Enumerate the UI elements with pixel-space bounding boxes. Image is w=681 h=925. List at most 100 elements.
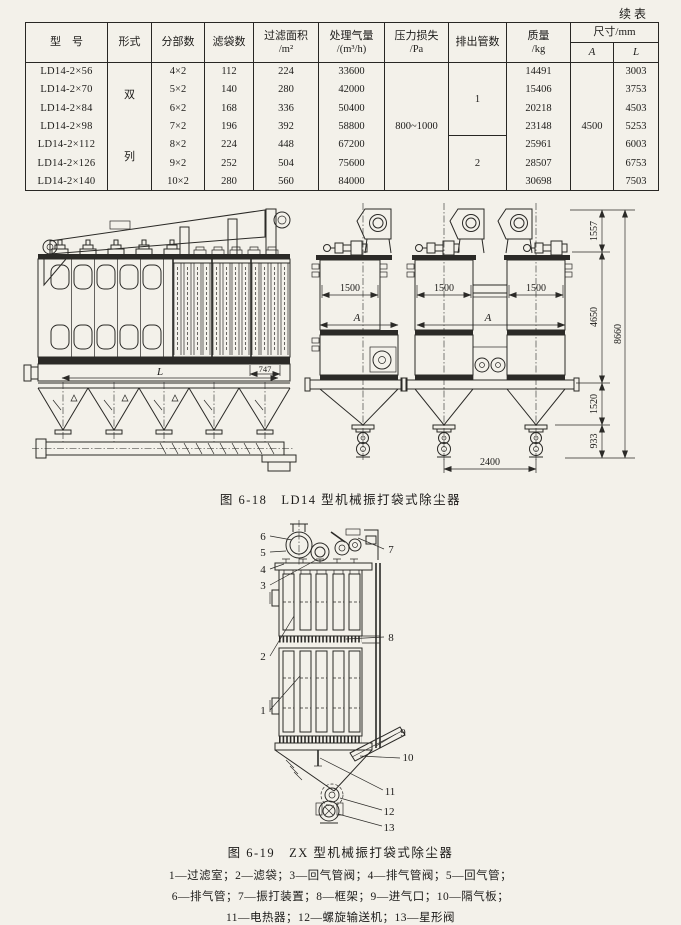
cell-model: LD14-2×70 <box>25 80 108 100</box>
dim-1520: 1520 <box>589 394 600 414</box>
table-row: LD14-2×112 8×2 224 448 67200 2 25961 600… <box>25 135 660 191</box>
table-row: LD14-2×126 9×2 252 504 75600 28507 6753 <box>25 153 660 173</box>
cell-size-l: 4503 <box>613 99 660 118</box>
fig19-callout-4: 4 <box>260 564 266 576</box>
fig19-filter-body <box>269 558 381 748</box>
cell-mass: 23148 <box>506 117 571 136</box>
col-header-sections: 分部数 <box>151 22 205 63</box>
cell-sections: 6×2 <box>151 99 205 118</box>
fig19-callout-11: 11 <box>385 786 396 798</box>
cell-area: 392 <box>253 117 319 136</box>
cell-mass: 28507 <box>506 153 571 173</box>
table-row: LD14-2×56 双 列 4×2 112 224 33600 800~1000… <box>25 62 660 191</box>
spec-table: 型 号 形式 分部数 滤袋数 过滤面积 /m² 处理气量 /(m³/h) 压力损… <box>25 22 660 192</box>
legend-line-3: 11—电热器；12—螺旋输送机；13—星形阀 <box>225 912 456 924</box>
cell-gas: 33600 <box>318 62 385 81</box>
cell-sections: 9×2 <box>151 153 205 173</box>
fig19-callouts: 6 5 4 3 2 1 7 8 9 10 11 12 13 <box>260 531 414 834</box>
cell-bags: 224 <box>204 135 254 154</box>
cell-sections: 5×2 <box>151 80 205 100</box>
cell-pressure: 800~1000 <box>384 62 449 191</box>
fig19-hopper-and-discharge <box>274 726 406 824</box>
fig19-callout-10: 10 <box>403 752 415 764</box>
cell-bags: 280 <box>204 172 254 191</box>
fig19-callout-8: 8 <box>388 632 394 644</box>
cell-mass: 20218 <box>506 99 571 118</box>
cell-area: 224 <box>253 62 319 81</box>
fig19-callout-13: 13 <box>384 822 396 834</box>
cell-form: 双 列 <box>107 62 152 191</box>
cell-bags: 196 <box>204 117 254 136</box>
fig19-callout-5: 5 <box>260 547 266 559</box>
cell-gas: 67200 <box>318 135 385 154</box>
cell-outlet-group-2: 2 <box>448 135 507 191</box>
cell-model: LD14-2×84 <box>25 99 108 118</box>
col-header-gas: 处理气量 /(m³/h) <box>318 22 385 63</box>
cell-size-l: 5253 <box>613 117 660 136</box>
fig19-callout-9: 9 <box>400 727 406 739</box>
dim-747: 747 <box>259 364 272 374</box>
cell-model: LD14-2×98 <box>25 117 108 136</box>
legend-line-2: 6—排气管；7—振打装置；8—框架；9—进气口；10—隔气板； <box>171 891 510 903</box>
header-row-1: 型 号 形式 分部数 滤袋数 过滤面积 /m² 处理气量 /(m³/h) 压力损… <box>25 22 660 63</box>
fig19-caption: 图 6-19 ZX 型机械振打袋式除尘器 <box>227 846 454 860</box>
cell-size-l: 6753 <box>613 153 660 173</box>
dim-A-mid: A <box>353 312 361 324</box>
cell-sections: 8×2 <box>151 135 205 154</box>
dim-A-right: A <box>484 312 492 324</box>
fig18-double-unit-end-view: 1500 1500 A 2400 <box>400 203 580 473</box>
cell-mass: 25961 <box>506 135 571 154</box>
cell-area: 448 <box>253 135 319 154</box>
cell-area: 560 <box>253 172 319 191</box>
dim-L: L <box>156 366 163 378</box>
dim-8660: 8660 <box>613 324 624 344</box>
col-header-area: 过滤面积 /m² <box>253 22 319 63</box>
cell-bags: 252 <box>204 153 254 173</box>
fig19-leader-lines <box>269 535 401 827</box>
cell-gas: 50400 <box>318 99 385 118</box>
cell-gas: 84000 <box>318 172 385 191</box>
fig18-caption: 图 6-18 LD14 型机械振打袋式除尘器 <box>219 493 462 507</box>
fig19-callout-1: 1 <box>260 705 266 717</box>
fig19-callout-7: 7 <box>388 544 394 556</box>
cell-sections: 7×2 <box>151 117 205 136</box>
fig19-callout-6: 6 <box>260 531 266 543</box>
col-header-form: 形式 <box>107 22 152 63</box>
cell-size-l: 3003 <box>613 62 660 81</box>
cell-area: 504 <box>253 153 319 173</box>
cell-size-l: 6003 <box>613 135 660 154</box>
table-row: LD14-2×70 5×2 140 280 42000 15406 3753 <box>25 80 660 100</box>
cell-gas: 42000 <box>318 80 385 100</box>
cell-size-l: 3753 <box>613 80 660 100</box>
cell-bags: 140 <box>204 80 254 100</box>
cell-area: 336 <box>253 99 319 118</box>
cell-gas: 58800 <box>318 117 385 136</box>
cell-mass: 30698 <box>506 172 571 191</box>
cell-gas: 75600 <box>318 153 385 173</box>
fig19-callout-3: 3 <box>260 580 266 592</box>
col-header-size: 尺寸/mm <box>570 22 660 43</box>
table-row: LD14-2×84 6×2 168 336 50400 20218 4503 <box>25 99 660 118</box>
table-row: LD14-2×98 7×2 196 392 58800 23148 5253 <box>25 117 660 136</box>
cell-mass: 14491 <box>506 62 571 81</box>
dim-933: 933 <box>589 434 600 449</box>
table-row: LD14-2×140 10×2 280 560 84000 30698 7503 <box>25 172 660 191</box>
fig18-left-elevation: L 747 <box>23 208 297 472</box>
cell-bags: 112 <box>204 62 254 81</box>
col-header-size-a: A <box>570 42 614 63</box>
fig19-callout-2: 2 <box>260 651 266 663</box>
legend-line-1: 1—过滤室；2—滤袋；3—回气管阀；4—排气管阀；5—回气管； <box>168 870 513 882</box>
cell-model: LD14-2×56 <box>25 62 108 81</box>
cell-sections: 4×2 <box>151 62 205 81</box>
dim-1500-mid: 1500 <box>340 283 360 294</box>
fig19-legend: 1—过滤室；2—滤袋；3—回气管阀；4—排气管阀；5—回气管； 6—排气管；7—… <box>0 866 681 925</box>
fig18-dimension-chain: 1557 4650 1520 933 8660 <box>555 209 635 459</box>
col-header-bags: 滤袋数 <box>204 22 254 63</box>
col-header-pressure: 压力损失 /Pa <box>384 22 449 63</box>
col-header-size-l: L <box>613 42 660 63</box>
dim-1557: 1557 <box>589 221 600 241</box>
cell-model: LD14-2×140 <box>25 172 108 191</box>
cell-size-a: 4500 <box>570 62 614 191</box>
cell-model: LD14-2×126 <box>25 153 108 173</box>
